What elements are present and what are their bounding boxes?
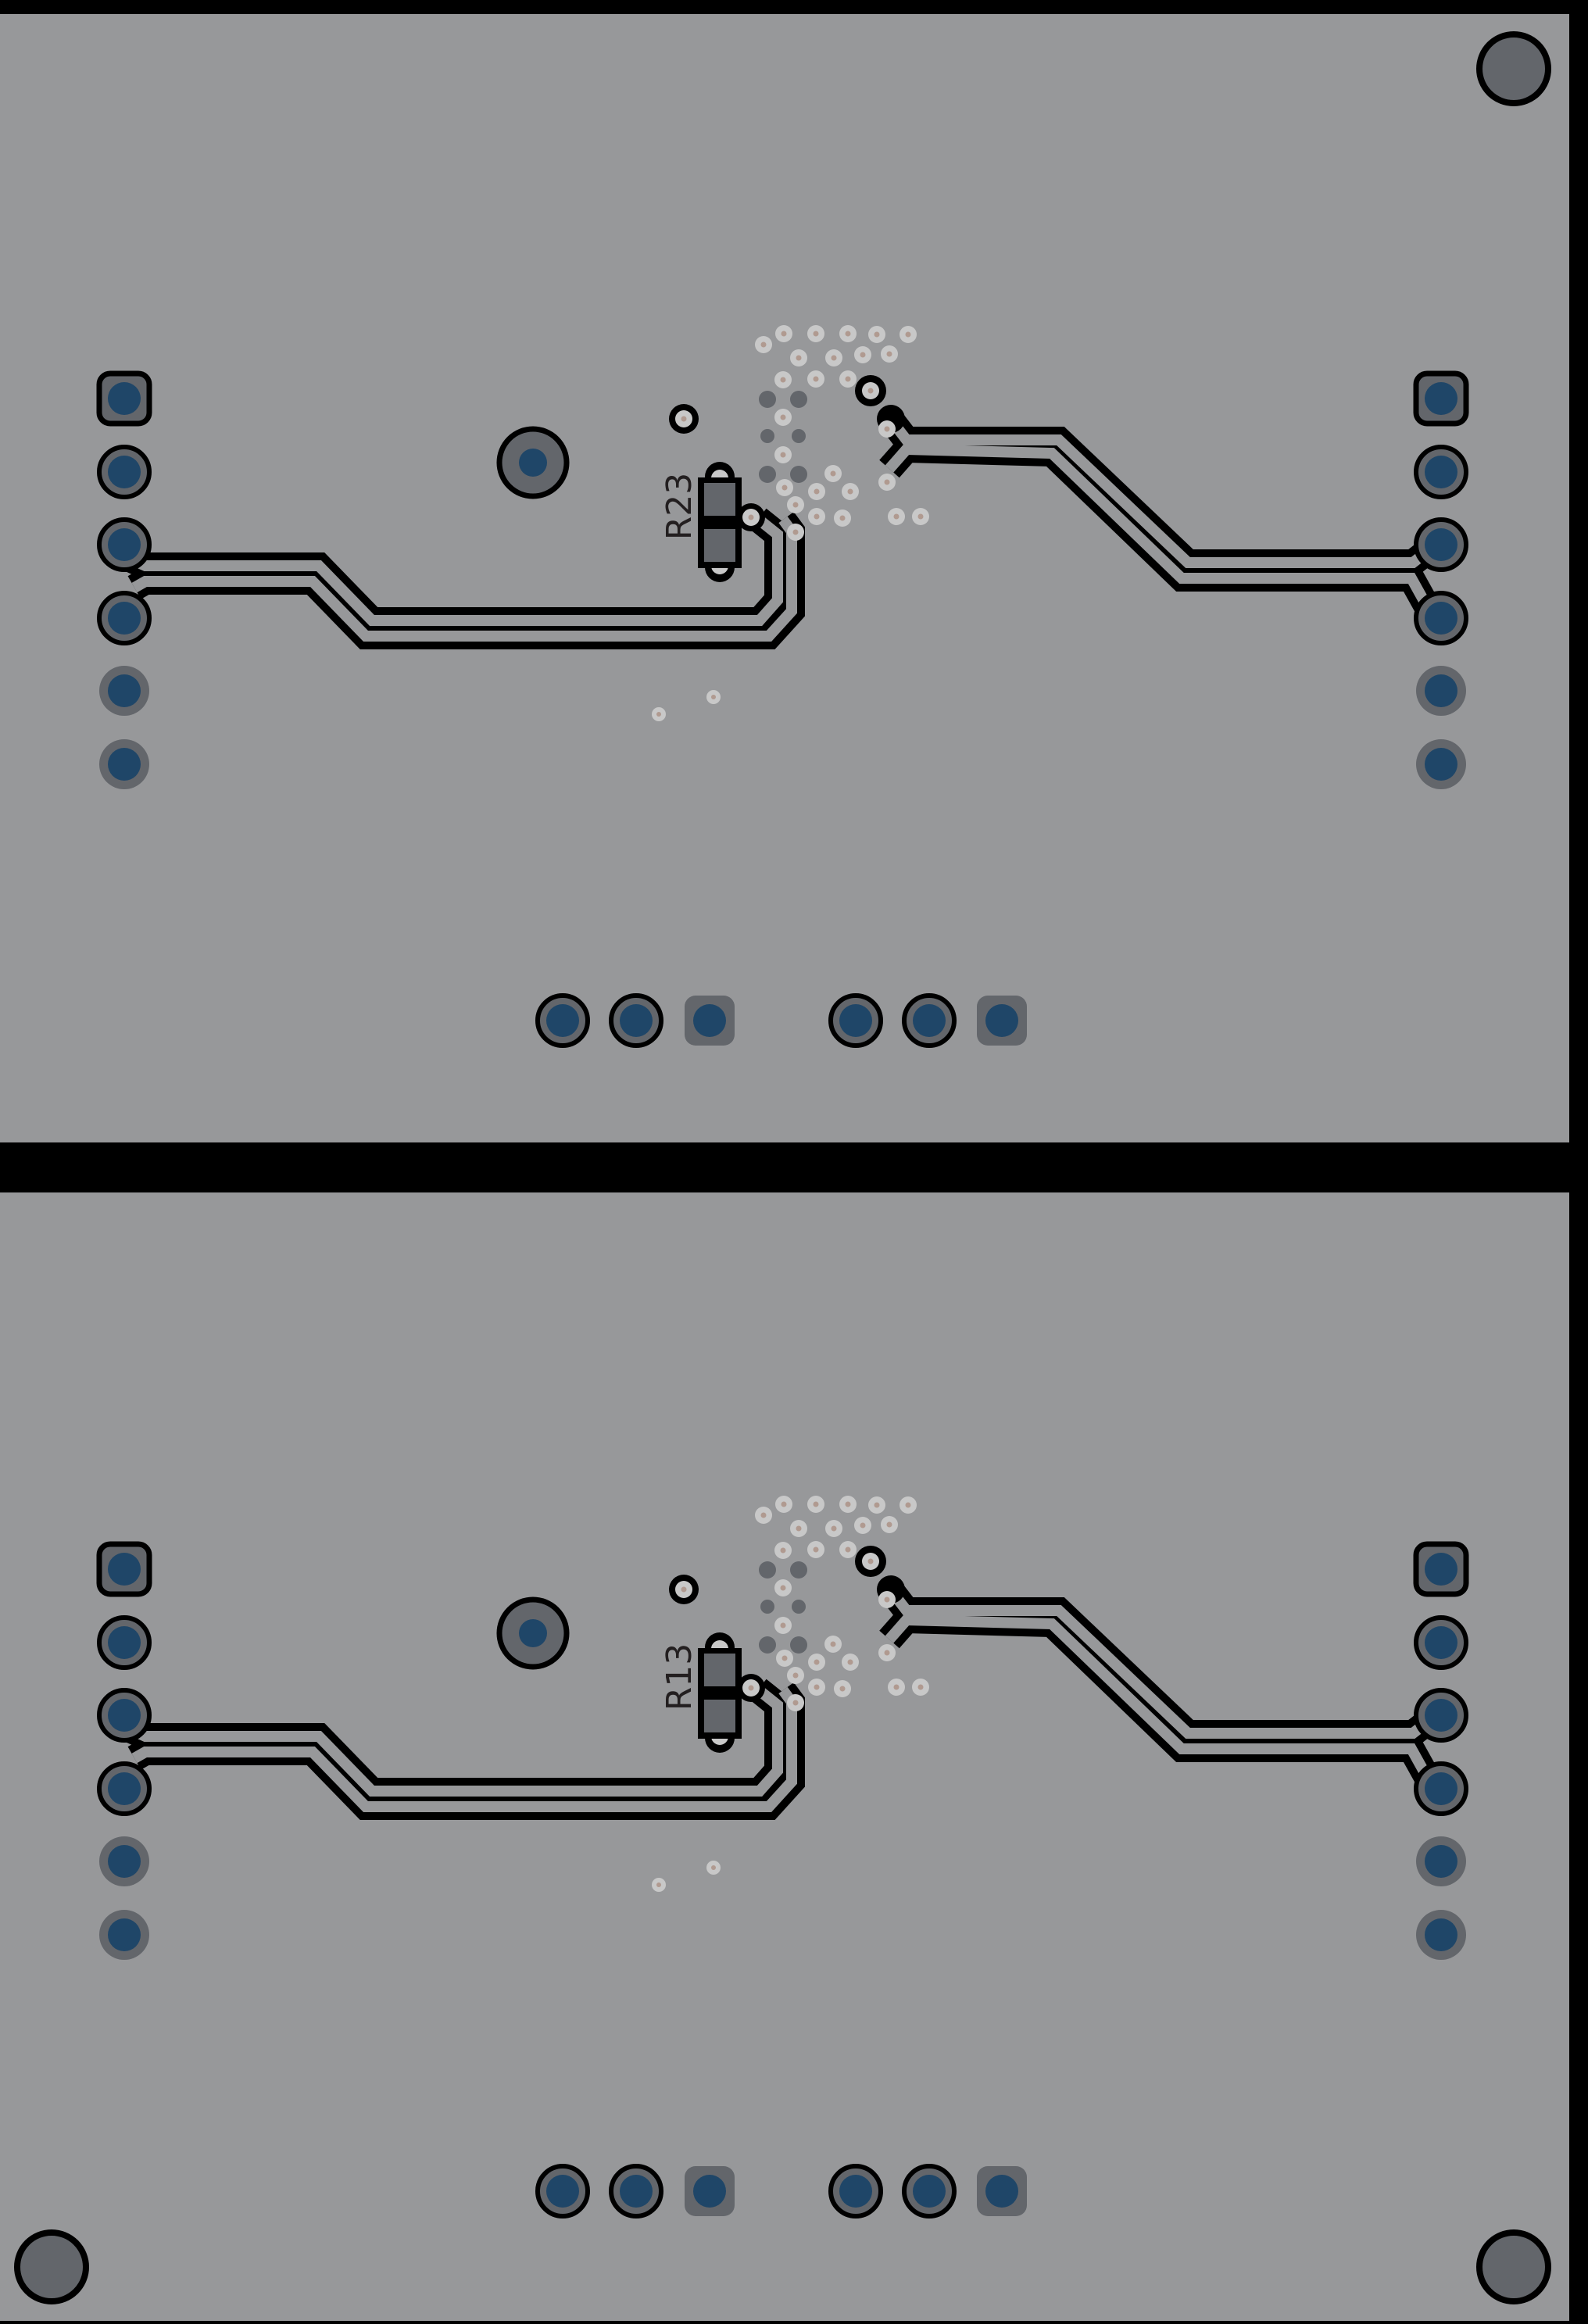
- resistor-label: R13: [660, 1643, 699, 1711]
- via-pad: [790, 1636, 807, 1654]
- drill-hole: [108, 528, 141, 561]
- drill-hole: [1425, 1918, 1457, 1951]
- panel-bottom: R13: [14, 1496, 1551, 2304]
- bottom-connector-a: [535, 993, 735, 1048]
- traces-right: [879, 1582, 1439, 1784]
- via-pad: [790, 391, 807, 408]
- drill-hole: [546, 2175, 579, 2208]
- drill-hole: [519, 1619, 547, 1647]
- drill-hole: [108, 1772, 141, 1805]
- right-pin-header: [1413, 370, 1469, 789]
- traces-left: [126, 508, 805, 649]
- via-pad: [790, 466, 807, 483]
- drill-hole: [620, 1004, 653, 1037]
- drill-hole: [985, 2175, 1018, 2208]
- drill-hole: [1425, 748, 1457, 781]
- drill-hole: [108, 674, 141, 707]
- via-pad: [790, 1561, 807, 1579]
- corner-mount-hole: [1476, 31, 1551, 106]
- via-pad: [792, 429, 806, 443]
- drill-hole: [839, 1004, 872, 1037]
- drill-hole: [108, 456, 141, 488]
- left-pin-header: [96, 1541, 152, 1960]
- smd-pad: [704, 1654, 735, 1686]
- via-pad: [759, 1561, 776, 1579]
- drill-hole: [1425, 674, 1457, 707]
- drill-hole: [1425, 1845, 1457, 1878]
- left-pin-header: [96, 370, 152, 789]
- drill-hole: [108, 1699, 141, 1732]
- drill-hole: [1425, 602, 1457, 635]
- via-pad: [759, 466, 776, 483]
- smd-pad: [704, 483, 735, 516]
- traces-left: [126, 1679, 805, 1820]
- drill-hole: [985, 1004, 1018, 1037]
- drill-hole: [108, 1553, 141, 1586]
- via-pad: [759, 1636, 776, 1654]
- drill-hole: [620, 2175, 653, 2208]
- smd-pad: [704, 529, 735, 562]
- resistor-label: R23: [660, 473, 699, 541]
- corner-mount-hole: [14, 2229, 89, 2304]
- drill-hole: [108, 1626, 141, 1659]
- drill-hole: [108, 382, 141, 415]
- via-pad: [792, 1600, 806, 1614]
- bottom-connector-a: [535, 2164, 735, 2219]
- drill-hole: [519, 449, 547, 477]
- drill-hole: [1425, 1699, 1457, 1732]
- drill-hole: [913, 2175, 946, 2208]
- drill-hole: [693, 1004, 726, 1037]
- drill-hole: [108, 602, 141, 635]
- drill-hole: [1425, 456, 1457, 488]
- traces-right: [879, 411, 1439, 613]
- drill-hole: [1425, 1553, 1457, 1586]
- drill-hole: [913, 1004, 946, 1037]
- smd-pad: [704, 1700, 735, 1732]
- resistor-r13: [698, 1632, 742, 1753]
- via-pad: [760, 429, 774, 443]
- drill-hole: [108, 1845, 141, 1878]
- corner-mount-hole: [1476, 2229, 1551, 2304]
- resistor-r23: [698, 462, 742, 582]
- drill-hole: [108, 1918, 141, 1951]
- drill-hole: [1425, 382, 1457, 415]
- right-pin-header: [1413, 1541, 1469, 1960]
- bottom-connector-b: [828, 993, 1027, 1048]
- drill-hole: [839, 2175, 872, 2208]
- via-pad: [759, 391, 776, 408]
- drill-hole: [1425, 1626, 1457, 1659]
- bottom-connector-b: [828, 2164, 1027, 2219]
- drill-hole: [1425, 528, 1457, 561]
- drill-hole: [108, 748, 141, 781]
- drill-hole: [693, 2175, 726, 2208]
- drill-hole: [546, 1004, 579, 1037]
- panel-top: R23: [96, 31, 1551, 1048]
- drill-hole: [1425, 1772, 1457, 1805]
- via-pad: [760, 1600, 774, 1614]
